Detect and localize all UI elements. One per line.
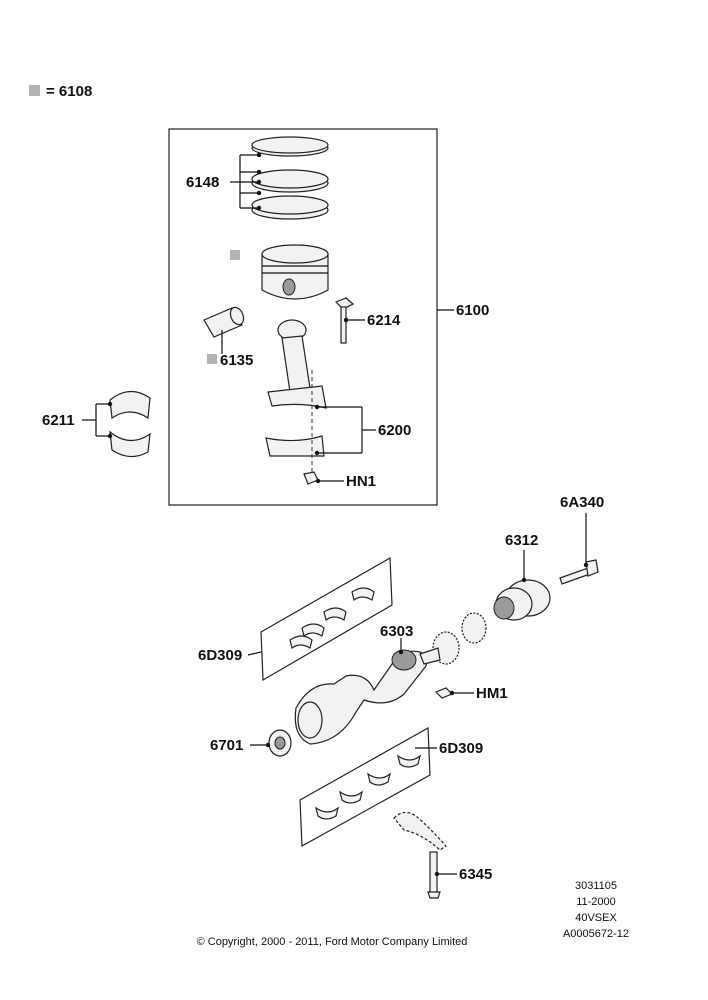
label-bearing-left: 6211 [42,412,75,429]
main-cap-drawing [393,811,447,899]
main-bearings-top-drawing [289,587,375,650]
nut-drawing [303,471,319,485]
conrod-drawing [265,319,327,476]
label-seal: 6701 [210,737,243,754]
code-2: 11-2000 [576,896,616,908]
label-crankshaft: 6303 [380,623,413,640]
piston-rings-drawing [251,136,329,220]
label-main-bearings-top: 6D309 [198,647,242,664]
bearing-shells-left-drawing [109,390,151,458]
label-cap-bolt: 6345 [459,866,492,883]
pin-marker [207,354,217,364]
label-key: HM1 [476,685,508,702]
conrod-leader-lines [314,404,376,456]
code-1: 3031105 [575,880,617,892]
label-pulley: 6312 [505,532,538,549]
conrod-bolt-drawing [334,297,355,344]
copyright-text: © Copyright, 2000 - 2011, Ford Motor Com… [197,936,468,948]
pulley-drawing [493,579,551,621]
crank-bolt-drawing [559,559,599,585]
key-drawing [434,687,454,699]
piston-marker [230,250,240,260]
label-pin: 6135 [220,352,253,369]
code-3: 40VSEX [575,912,617,924]
label-piston-assembly: 6100 [456,302,489,319]
rings-leader-lines [230,152,262,211]
legend-text: = 6108 [46,83,92,100]
piston-assembly-panel [168,128,438,506]
label-crank-bolt: 6A340 [560,494,604,511]
main-bearings-bottom-panel [299,726,431,847]
label-rings: 6148 [186,174,219,191]
bearing-left-leader [82,401,113,439]
label-main-bearings-bottom: 6D309 [439,740,483,757]
gears-drawing [432,612,487,665]
legend-swatch [29,85,40,96]
piston-drawing [261,244,329,300]
seal-drawing [268,729,292,757]
crankshaft-drawing [294,647,441,745]
main-bearings-top-leader [247,651,262,656]
label-conrod: 6200 [378,422,411,439]
label-bolt: 6214 [367,312,401,329]
piston-pin-drawing [203,306,245,338]
code-4: A0005672-12 [563,928,629,940]
main-bearings-bottom-drawing [315,754,422,820]
main-bearings-top-panel [260,556,393,682]
label-nut: HN1 [346,473,376,490]
